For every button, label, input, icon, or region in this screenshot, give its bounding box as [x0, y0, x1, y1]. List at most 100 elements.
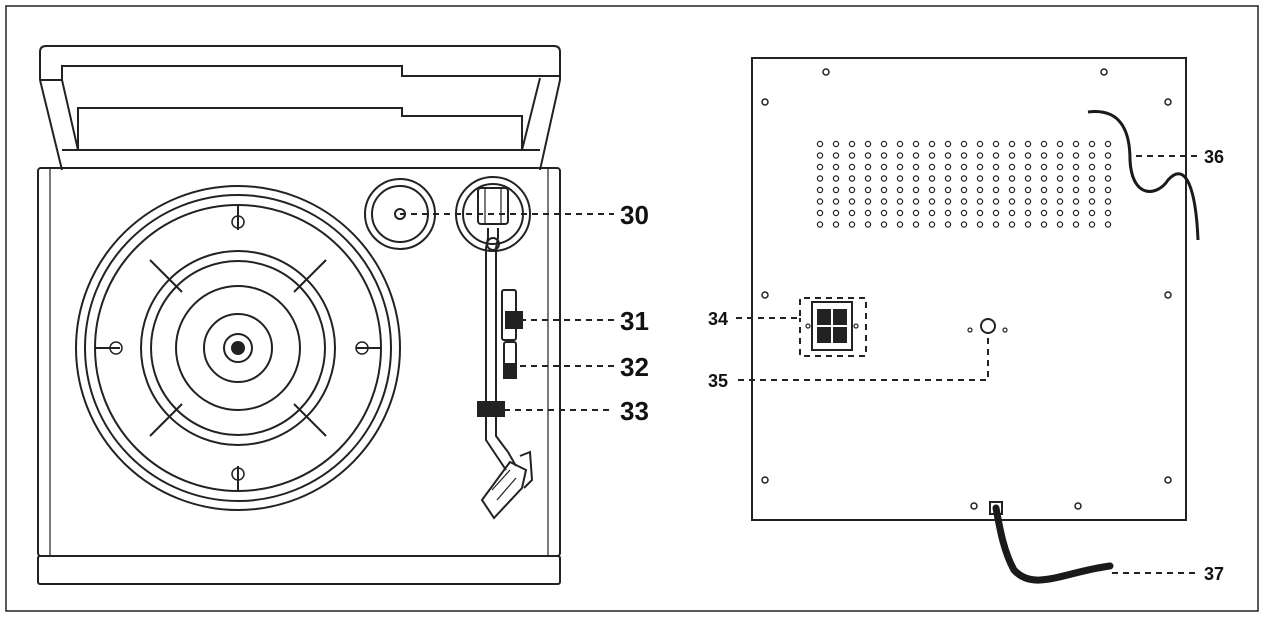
grille-hole — [1024, 152, 1032, 159]
tonearm-elbow — [485, 420, 517, 471]
grille-hole — [976, 163, 984, 171]
terminal-housing — [811, 301, 853, 351]
grille-hole — [864, 198, 872, 205]
grille-hole — [928, 221, 936, 228]
grille-hole — [816, 152, 824, 159]
grille-hole — [960, 175, 968, 182]
grille-hole — [912, 163, 920, 171]
grille-hole — [1008, 163, 1016, 171]
grille-hole — [944, 221, 952, 228]
grille-hole — [1024, 221, 1032, 228]
grille-hole — [832, 209, 840, 217]
grille-hole — [1104, 221, 1112, 228]
grille-hole — [848, 152, 856, 159]
rear-panel — [751, 57, 1187, 521]
grille-hole — [832, 221, 840, 228]
grille-hole — [1056, 221, 1064, 228]
platter-spokes — [95, 205, 381, 491]
grille-hole — [976, 175, 984, 182]
grille-hole — [864, 186, 872, 194]
grille-hole — [1008, 209, 1016, 217]
grille-hole — [1040, 209, 1048, 217]
grille-hole — [848, 163, 856, 171]
grille-hole — [896, 198, 904, 205]
grille-hole — [976, 152, 984, 159]
grille-hole — [1056, 186, 1064, 194]
platter-ring-3 — [175, 285, 301, 411]
grille-hole — [880, 186, 888, 194]
grille-hole — [960, 198, 968, 205]
platter-rim — [84, 194, 392, 502]
grille-hole — [1088, 163, 1096, 171]
arm-rest-tip — [503, 363, 517, 379]
grille-hole — [832, 198, 840, 205]
grille-hole — [1072, 186, 1080, 194]
grille-hole — [960, 221, 968, 228]
grille-hole — [848, 198, 856, 205]
grille-hole — [1088, 186, 1096, 194]
grille-hole — [1040, 163, 1048, 171]
callout-lines — [400, 155, 1200, 574]
lift-lever-knob — [505, 311, 523, 329]
grille-hole — [992, 140, 1000, 148]
grille-hole — [1008, 152, 1016, 159]
turntable-base-front — [37, 555, 561, 585]
grille-hole — [960, 140, 968, 148]
grille-hole — [912, 209, 920, 217]
grille-hole — [816, 140, 824, 148]
grille-hole — [832, 152, 840, 159]
grille-hole — [1056, 175, 1064, 182]
callout-35: 35 — [708, 371, 728, 391]
grille-hole — [1104, 163, 1112, 171]
grille-hole — [1056, 163, 1064, 171]
grille-hole — [1040, 140, 1048, 148]
grille-hole — [928, 163, 936, 171]
grille-hole — [1088, 175, 1096, 182]
grille-hole — [864, 175, 872, 182]
grille-hole — [1088, 209, 1096, 217]
grille-hole — [1024, 186, 1032, 194]
grille-hole — [1072, 140, 1080, 148]
grille-hole — [976, 209, 984, 217]
grille-hole — [1024, 175, 1032, 182]
grille-hole — [1024, 140, 1032, 148]
tonearm-shaft — [485, 228, 499, 420]
front-view — [37, 45, 561, 585]
grille-hole — [912, 152, 920, 159]
grille-hole — [944, 186, 952, 194]
grille-hole — [1040, 152, 1048, 159]
grille-hole — [976, 198, 984, 205]
lid-inner-lip — [40, 65, 560, 81]
tonearm-pivot — [486, 237, 500, 251]
grille-hole — [1072, 163, 1080, 171]
grille-hole — [832, 140, 840, 148]
lid-hinge-bar — [77, 107, 523, 151]
grille-hole — [1088, 152, 1096, 159]
grille-hole — [1088, 221, 1096, 228]
grille-hole — [1104, 140, 1112, 148]
grille-hole — [896, 186, 904, 194]
grille-hole — [1024, 198, 1032, 205]
grille-hole — [864, 140, 872, 148]
grille-hole — [944, 198, 952, 205]
grille-hole — [848, 175, 856, 182]
power-cord — [992, 504, 1114, 584]
platter-ring-2 — [150, 260, 326, 436]
antenna-wire — [1087, 110, 1200, 241]
speaker-grille — [816, 140, 1112, 228]
grille-hole — [1040, 221, 1048, 228]
leader-35 — [738, 334, 989, 381]
grille-hole — [992, 163, 1000, 171]
terminal-3 — [817, 327, 831, 343]
grille-hole — [880, 221, 888, 228]
grille-hole — [1056, 198, 1064, 205]
grille-hole — [944, 140, 952, 148]
platter-dots — [109, 215, 369, 481]
callout-34: 34 — [708, 309, 728, 329]
grille-hole — [1088, 140, 1096, 148]
grille-hole — [976, 140, 984, 148]
lid-side-left — [39, 79, 79, 171]
grille-hole — [1008, 198, 1016, 205]
grille-hole — [928, 186, 936, 194]
grille-hole — [1040, 175, 1048, 182]
